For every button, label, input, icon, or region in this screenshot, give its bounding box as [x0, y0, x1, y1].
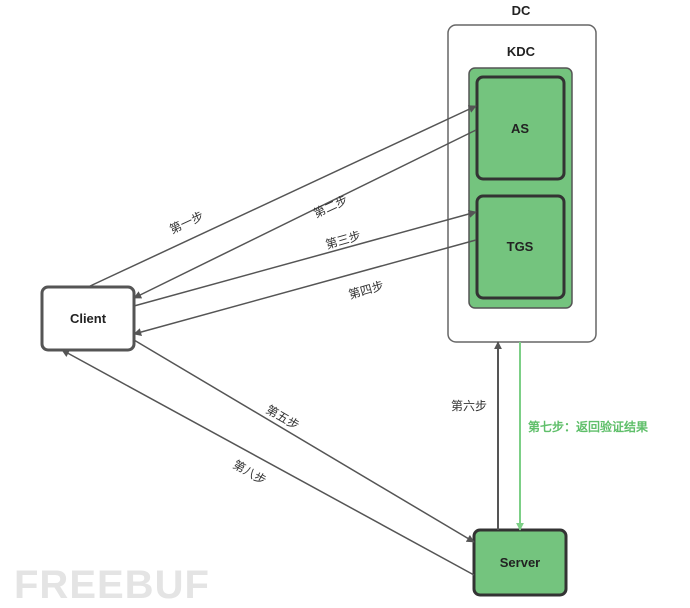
arrow-step3: [133, 210, 477, 307]
kdc-label: KDC: [507, 44, 536, 59]
label-step6: 第六步: [451, 399, 487, 413]
arrow-step1: [87, 105, 477, 288]
arrow-step2: [133, 129, 477, 299]
arrow-step8: [61, 349, 475, 576]
watermark-text: FREEBUF: [14, 563, 210, 607]
arrow-step4: [133, 239, 477, 336]
label-step2: 第二步: [311, 193, 350, 221]
label-step4: 第四步: [347, 278, 385, 301]
label-step1: 第一步: [167, 209, 206, 237]
as-label: AS: [511, 121, 529, 136]
arrow-step5: [133, 339, 475, 543]
as-box: [475, 75, 566, 181]
label-step8: 第八步: [231, 457, 269, 487]
server-label: Server: [500, 555, 540, 570]
client-label: Client: [70, 311, 107, 326]
dc-label: DC: [512, 3, 531, 18]
freebuf-watermark: FREEBUF: [14, 563, 210, 607]
tgs-label: TGS: [507, 239, 534, 254]
tgs-box: [475, 194, 566, 300]
label-step7: 第七步：返回验证结果: [528, 419, 648, 434]
